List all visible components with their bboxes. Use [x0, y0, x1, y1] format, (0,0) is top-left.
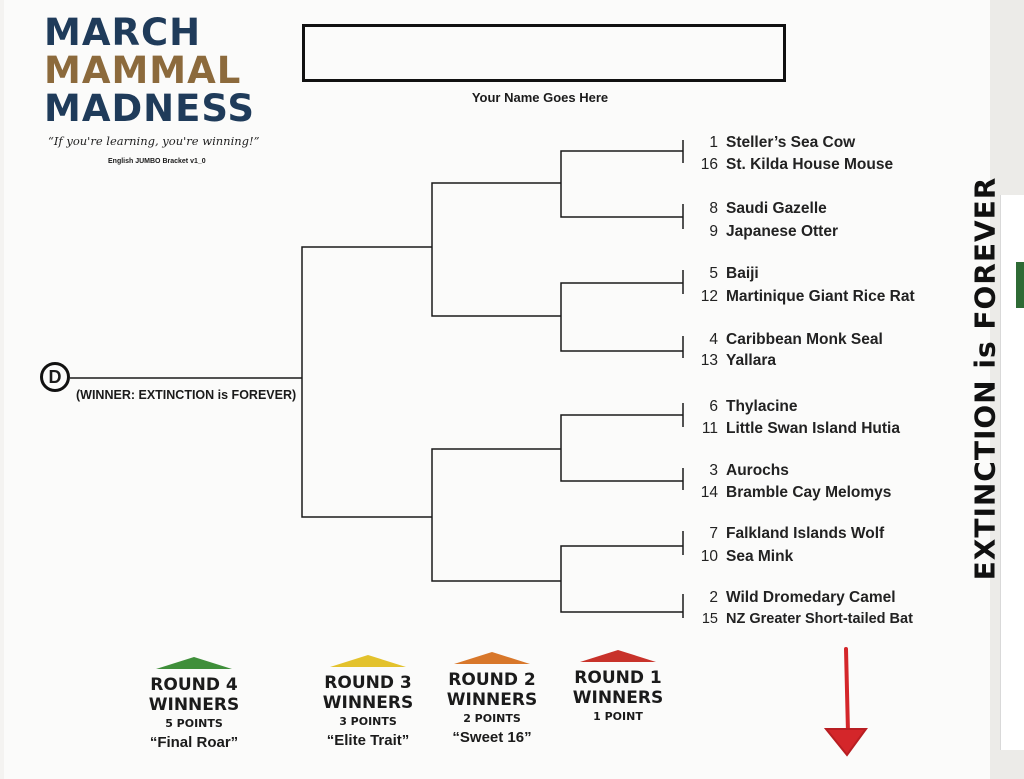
march-mammal-madness-logo: MARCH MAMMAL MADNESS “If you're learning…: [44, 11, 284, 166]
division-badge: D: [40, 362, 70, 392]
round-points: 1 POINT: [593, 710, 643, 723]
bracket-r3-match: [301, 246, 432, 518]
bracket-r1-match-4: [560, 545, 683, 613]
logo-line-1: MARCH: [44, 11, 202, 54]
logo-tagline: “If you're learning, you're winning!”: [48, 134, 260, 148]
team-name: Wild Dromedary Camel: [726, 589, 896, 606]
team-slot: 8 Saudi Gazelle: [690, 200, 827, 218]
round-title: WINNERS: [322, 693, 414, 713]
round-1-triangle-icon: [580, 650, 656, 662]
logo-line-3: MADNESS: [44, 87, 256, 130]
team-slot: 4 Caribbean Monk Seal: [690, 331, 883, 349]
team-name: Baiji: [726, 265, 759, 282]
round-4-triangle-icon: [156, 657, 232, 669]
red-arrow-down-icon: [823, 647, 868, 757]
round-title: WINNERS: [446, 690, 538, 710]
team-name: Aurochs: [726, 462, 789, 479]
team-slot: 10 Sea Mink: [690, 548, 793, 566]
team-name: Japanese Otter: [726, 223, 838, 240]
team-seed: 13: [700, 352, 718, 369]
bracket-r1-match-3: [560, 414, 683, 482]
team-seed: 16: [700, 156, 718, 173]
round-points: 2 POINTS: [463, 712, 521, 725]
team-name: Martinique Giant Rice Rat: [726, 288, 915, 305]
team-slot: 7 Falkland Islands Wolf: [690, 525, 884, 543]
bracket-r1-match-2: [560, 282, 683, 352]
round-2-legend: ROUND 2 WINNERS 2 POINTS “Sweet 16”: [422, 652, 562, 746]
team-name: Falkland Islands Wolf: [726, 525, 885, 542]
team-slot: 2 Wild Dromedary Camel: [690, 589, 896, 607]
round-nickname: “Elite Trait”: [326, 732, 410, 749]
team-seed: 1: [709, 134, 718, 151]
division-winner-label[interactable]: (WINNER: EXTINCTION is FOREVER): [76, 388, 297, 402]
name-input-box[interactable]: [302, 24, 786, 82]
adjacent-sheet-green-mark: [1016, 262, 1024, 308]
team-slot: 6 Thylacine: [690, 398, 798, 416]
round-title: ROUND 1: [574, 668, 662, 688]
round-1-legend: ROUND 1 WINNERS 1 POINT: [548, 650, 688, 723]
team-slot: 14 Bramble Cay Melomys: [690, 484, 892, 502]
round-nickname: “Sweet 16”: [452, 729, 532, 746]
team-seed: 7: [709, 525, 718, 542]
bracket-r1-match-1: [560, 150, 683, 218]
team-slot: 3 Aurochs: [690, 462, 789, 480]
round-2-triangle-icon: [454, 652, 530, 664]
team-seed: 10: [700, 548, 718, 565]
team-seed: 6: [709, 398, 718, 415]
team-slot: 16 St. Kilda House Mouse: [690, 156, 893, 174]
team-name: Thylacine: [726, 398, 798, 415]
team-seed: 9: [709, 223, 718, 240]
round-points: 5 POINTS: [165, 717, 223, 730]
team-slot: 5 Baiji: [690, 265, 759, 283]
team-seed: 12: [700, 288, 718, 305]
team-name: Saudi Gazelle: [726, 200, 827, 217]
bracket-r2-match-2: [431, 448, 561, 582]
team-seed: 5: [709, 265, 718, 282]
team-slot: 9 Japanese Otter: [690, 223, 838, 241]
team-slot: 15 NZ Greater Short-tailed Bat: [690, 611, 913, 627]
team-seed: 4: [709, 331, 718, 348]
team-seed: 8: [709, 200, 718, 217]
team-slot: 12 Martinique Giant Rice Rat: [690, 288, 915, 306]
team-slot: 1 Steller’s Sea Cow: [690, 134, 855, 152]
team-name: Little Swan Island Hutia: [726, 420, 900, 437]
team-seed: 3: [709, 462, 718, 479]
logo-line-2: MAMMAL: [44, 49, 242, 92]
round-title: WINNERS: [148, 695, 240, 715]
team-name: Caribbean Monk Seal: [726, 331, 883, 348]
round-title: WINNERS: [572, 688, 664, 708]
team-seed: 2: [709, 589, 718, 606]
round-3-triangle-icon: [330, 655, 406, 667]
round-title: ROUND 4: [150, 675, 238, 695]
division-title-text: EXTINCTION is FOREVER: [968, 176, 1002, 581]
team-name: Bramble Cay Melomys: [726, 484, 892, 501]
team-slot: 13 Yallara: [690, 352, 776, 370]
team-name: St. Kilda House Mouse: [726, 156, 894, 173]
round-4-legend: ROUND 4 WINNERS 5 POINTS “Final Roar”: [124, 657, 264, 751]
round-nickname: “Final Roar”: [149, 734, 239, 751]
round-title: ROUND 2: [448, 670, 536, 690]
team-slot: 11 Little Swan Island Hutia: [690, 420, 900, 438]
team-seed: 14: [700, 484, 718, 501]
round-3-legend: ROUND 3 WINNERS 3 POINTS “Elite Trait”: [298, 655, 438, 749]
name-box-label: Your Name Goes Here: [471, 90, 609, 105]
team-seed: 15: [701, 611, 718, 627]
bracket-version: English JUMBO Bracket v1_0: [108, 158, 206, 165]
team-name: NZ Greater Short-tailed Bat: [726, 611, 913, 627]
team-name: Yallara: [726, 352, 776, 369]
team-seed: 11: [701, 420, 718, 437]
team-name: Sea Mink: [726, 548, 794, 565]
team-name: Steller’s Sea Cow: [726, 134, 856, 151]
bracket-sheet: [4, 0, 1000, 779]
bracket-r2-match-1: [431, 182, 561, 317]
round-title: ROUND 3: [324, 673, 412, 693]
round-points: 3 POINTS: [339, 715, 397, 728]
